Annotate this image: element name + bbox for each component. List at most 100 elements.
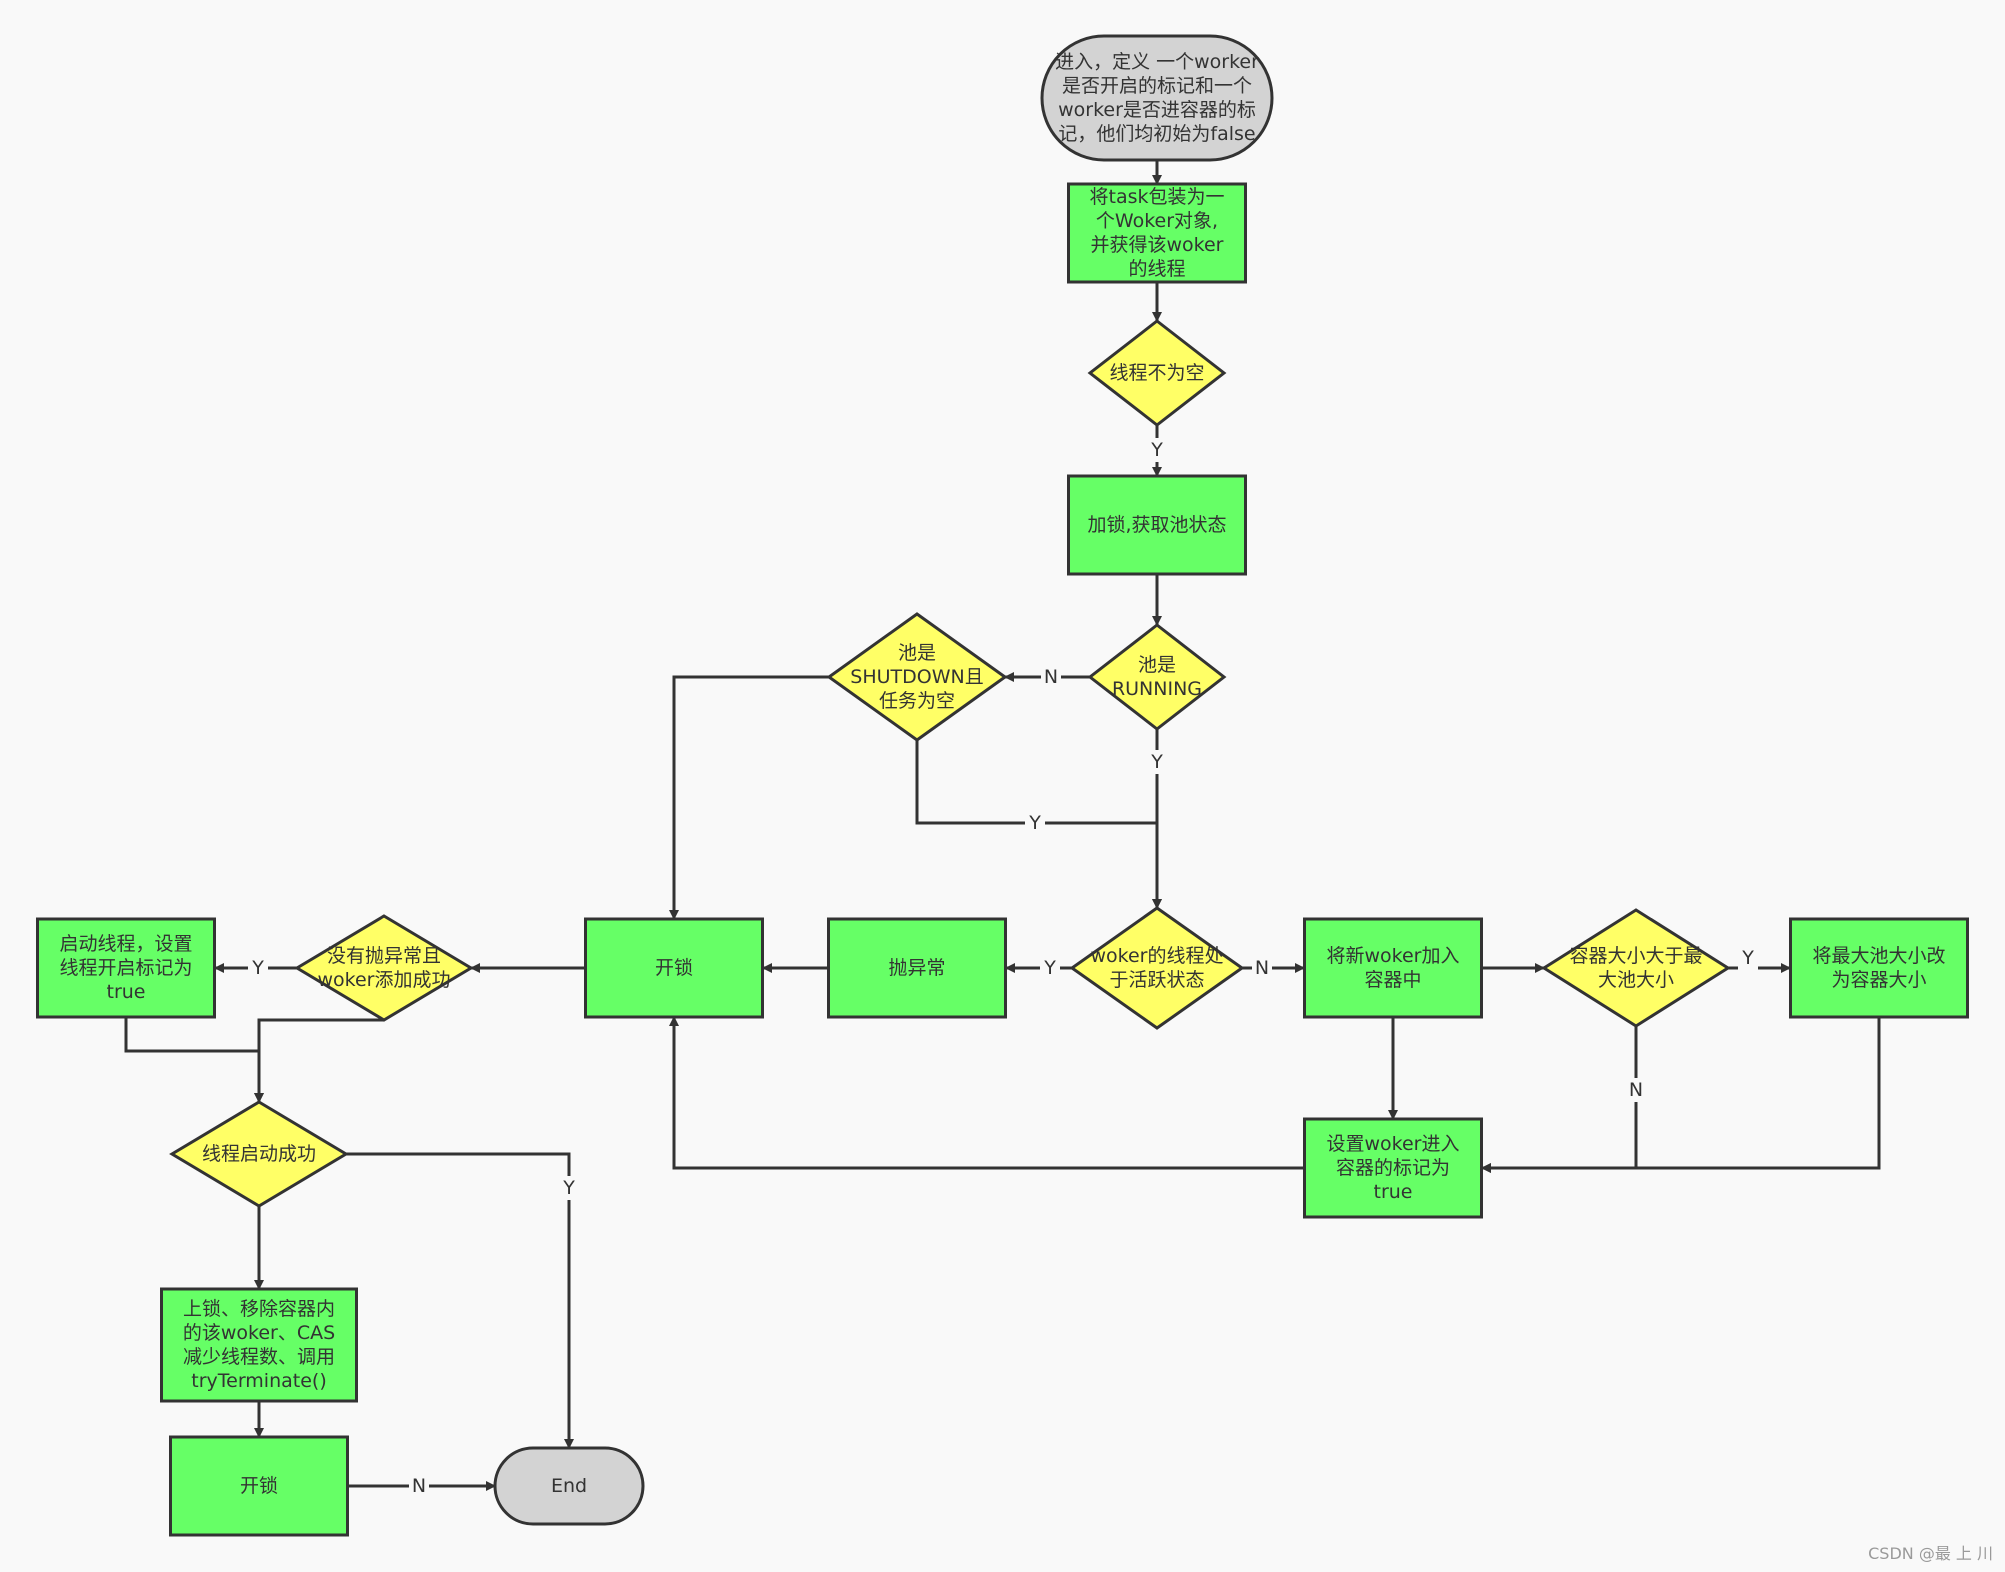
node-lock-get-state-text-line: 加锁,获取池状态 (1087, 514, 1226, 536)
node-wrap-task-text-line: 的线程 (1128, 258, 1185, 280)
edges-layer (124, 160, 1881, 1491)
node-end: End (493, 1446, 645, 1526)
edge-label-bg-shutdown-alive (1025, 811, 1045, 835)
node-set-added-flag-text-line: 设置woker进入 (1327, 1133, 1460, 1155)
node-unlock-main-text-line: 开锁 (655, 957, 693, 979)
node-start-text-line: 进入，定义 一个worker (1055, 51, 1259, 73)
decision-diamond (826, 612, 1008, 742)
edge-label-alive-throw: Y (1043, 957, 1056, 979)
process-box (36, 917, 216, 1019)
edge-label-bg-started-end (559, 1176, 579, 1200)
node-cleanup-text-line: 上锁、移除容器内 (183, 1298, 335, 1320)
edge-label-bg-running-shutdown (1041, 665, 1061, 689)
node-thread-not-null-text-line: 线程不为空 (1109, 362, 1204, 384)
node-start-thread-text-line: 启动线程，设置 (59, 933, 192, 955)
nodes-layer: 进入，定义 一个worker是否开启的标记和一个worker是否进容器的标记，他… (36, 34, 1969, 1537)
decision-diamond (1541, 908, 1731, 1028)
edge-flag-unlock (669, 1016, 1304, 1170)
decision-diamond (169, 1100, 349, 1208)
decision-diamond (1087, 319, 1227, 427)
node-cleanup-text-line: 的该woker、CAS (183, 1322, 335, 1344)
node-set-added-flag-text-line: 容器的标记为 (1336, 1157, 1450, 1179)
node-no-exc-added-text-line: 没有抛异常且 (327, 945, 441, 967)
node-add-to-container-text-line: 容器中 (1364, 969, 1421, 991)
process-box (584, 917, 764, 1019)
node-start-text-line: 记，他们均初始为false (1058, 123, 1255, 145)
decision-diamond (294, 914, 474, 1022)
node-lock-get-state: 加锁,获取池状态 (1067, 474, 1247, 576)
edge-label-bg-running-alive (1147, 750, 1167, 774)
process-box (160, 1287, 358, 1403)
node-set-added-flag-text-line: true (1374, 1181, 1413, 1203)
process-box (1789, 917, 1969, 1019)
node-cleanup-text-line: tryTerminate() (191, 1370, 327, 1392)
edge-label-bg-size-setmax (1738, 946, 1758, 970)
node-set-max-size-text-line: 为容器大小 (1831, 969, 1926, 991)
node-throw-exception: 抛异常 (827, 917, 1007, 1019)
node-end-text-line: End (551, 1475, 587, 1497)
node-thread-not-null: 线程不为空 (1087, 319, 1227, 427)
process-box (1303, 917, 1483, 1019)
process-box (827, 917, 1007, 1019)
process-box (1303, 1117, 1483, 1219)
edge-started-end (346, 1152, 574, 1449)
decision-diamond (1087, 623, 1227, 731)
node-worker-alive-text-line: woker的线程处 (1091, 945, 1224, 967)
edge-size-flag (1481, 1026, 1638, 1173)
edge-label-bg-alive-add (1252, 956, 1272, 980)
node-wrap-task-text-line: 并获得该woker (1091, 234, 1224, 256)
edge-label-shutdown-alive: Y (1028, 812, 1041, 834)
node-pool-shutdown-text-line: 池是 (898, 642, 936, 664)
watermark: CSDN @最 上 川 (1868, 1544, 1993, 1563)
edge-label-started-end: Y (562, 1177, 575, 1199)
node-add-to-container-text-line: 将新woker加入 (1327, 945, 1460, 967)
edge-setmax-flag (1481, 1017, 1881, 1173)
node-unlock-main: 开锁 (584, 917, 764, 1019)
edge-label-noexc-start: Y (251, 957, 264, 979)
node-wrap-task-text-line: 个Woker对象, (1096, 210, 1218, 232)
edge-label-bg-size-flag (1626, 1078, 1646, 1102)
node-wrap-task-text-line: 将task包装为一 (1090, 186, 1225, 208)
decision-diamond (1069, 906, 1245, 1030)
node-cleanup-text-line: 减少线程数、调用 (183, 1346, 335, 1368)
edge-noexc-started (254, 1018, 384, 1103)
edge-start-started (124, 1017, 264, 1103)
node-pool-running-text-line: 池是 (1138, 654, 1176, 676)
node-thread-started: 线程启动成功 (169, 1100, 349, 1208)
node-pool-shutdown-text-line: 任务为空 (879, 690, 955, 712)
process-box (1067, 182, 1247, 284)
node-set-max-size-text-line: 将最大池大小改 (1812, 945, 1945, 967)
terminal-pill (493, 1446, 645, 1526)
node-start: 进入，定义 一个worker是否开启的标记和一个worker是否进容器的标记，他… (1040, 34, 1274, 162)
edge-label-thread-lock: Y (1150, 439, 1163, 461)
node-size-gt-max-text-line: 大池大小 (1598, 969, 1674, 991)
node-pool-running-text-line: RUNNING (1112, 678, 1202, 700)
node-start-thread-text-line: 线程开启标记为 (59, 957, 192, 979)
node-start-text-line: worker是否进容器的标 (1058, 99, 1256, 121)
node-worker-alive-text-line: 于活跃状态 (1109, 969, 1204, 991)
edge-label-unlock-end: N (412, 1475, 426, 1497)
node-size-gt-max-text-line: 容器大小大于最 (1569, 945, 1702, 967)
edge-label-size-setmax: Y (1741, 947, 1754, 969)
node-unlock-end: 开锁 (169, 1435, 349, 1537)
edge-label-alive-add: N (1255, 957, 1269, 979)
node-start-thread-text-line: true (107, 981, 146, 1003)
edge-label-running-alive: Y (1150, 751, 1163, 773)
edge-label-bg-alive-throw (1040, 956, 1060, 980)
process-box (169, 1435, 349, 1537)
process-box (1067, 474, 1247, 576)
node-start-text-line: 是否开启的标记和一个 (1062, 75, 1252, 97)
edge-label-size-flag: N (1629, 1079, 1643, 1101)
edge-label-bg-unlock-end (409, 1474, 429, 1498)
